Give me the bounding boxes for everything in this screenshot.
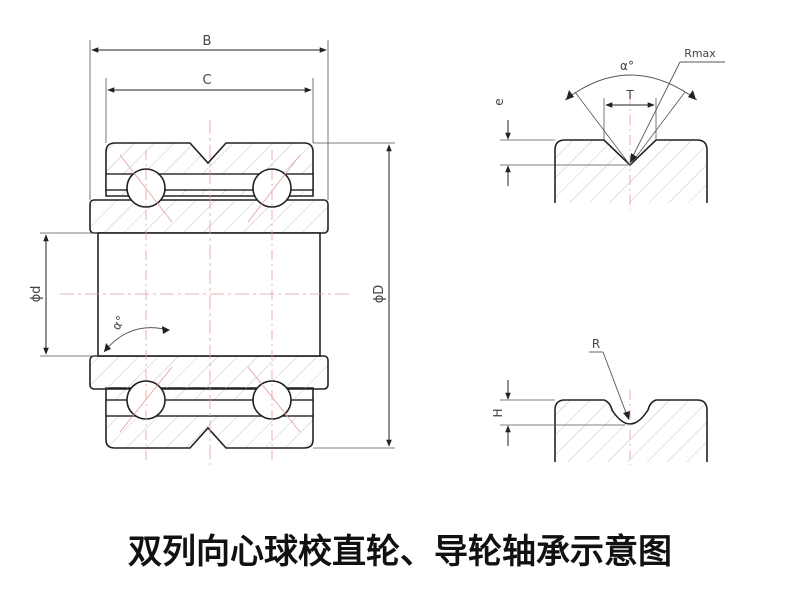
center-lines [60,120,350,465]
label-r: R [592,337,600,351]
label-d: ϕd [29,286,44,303]
inner-ring-bottom [89,355,329,390]
label-e: e [492,98,506,105]
diagram-caption: 双列向心球校直轮、导轮轴承示意图 [128,532,672,572]
bore [97,232,321,357]
label-bigd: ϕD [372,285,387,304]
round-groove-profile [554,399,708,462]
label-c: C [202,73,211,88]
dimension-bigd: ϕD [313,142,395,449]
bearing-section: B C ϕd ϕD α° [29,34,395,465]
label-alpha-right: α° [620,59,634,73]
label-t: T [625,88,634,102]
v-groove-detail: T α° Rmax e [492,47,725,210]
label-h: H [491,408,505,417]
v-groove-profile [554,139,708,203]
dimension-c: C [105,73,314,143]
label-rmax: Rmax [684,47,716,60]
contact-angle-left: α° [103,313,170,353]
round-groove-detail: R H [491,337,708,465]
dimension-d: ϕd [29,232,98,357]
dimension-b: B [89,34,329,200]
inner-ring-top [89,199,329,234]
label-alpha-left: α° [109,313,128,332]
label-b: B [203,34,212,49]
